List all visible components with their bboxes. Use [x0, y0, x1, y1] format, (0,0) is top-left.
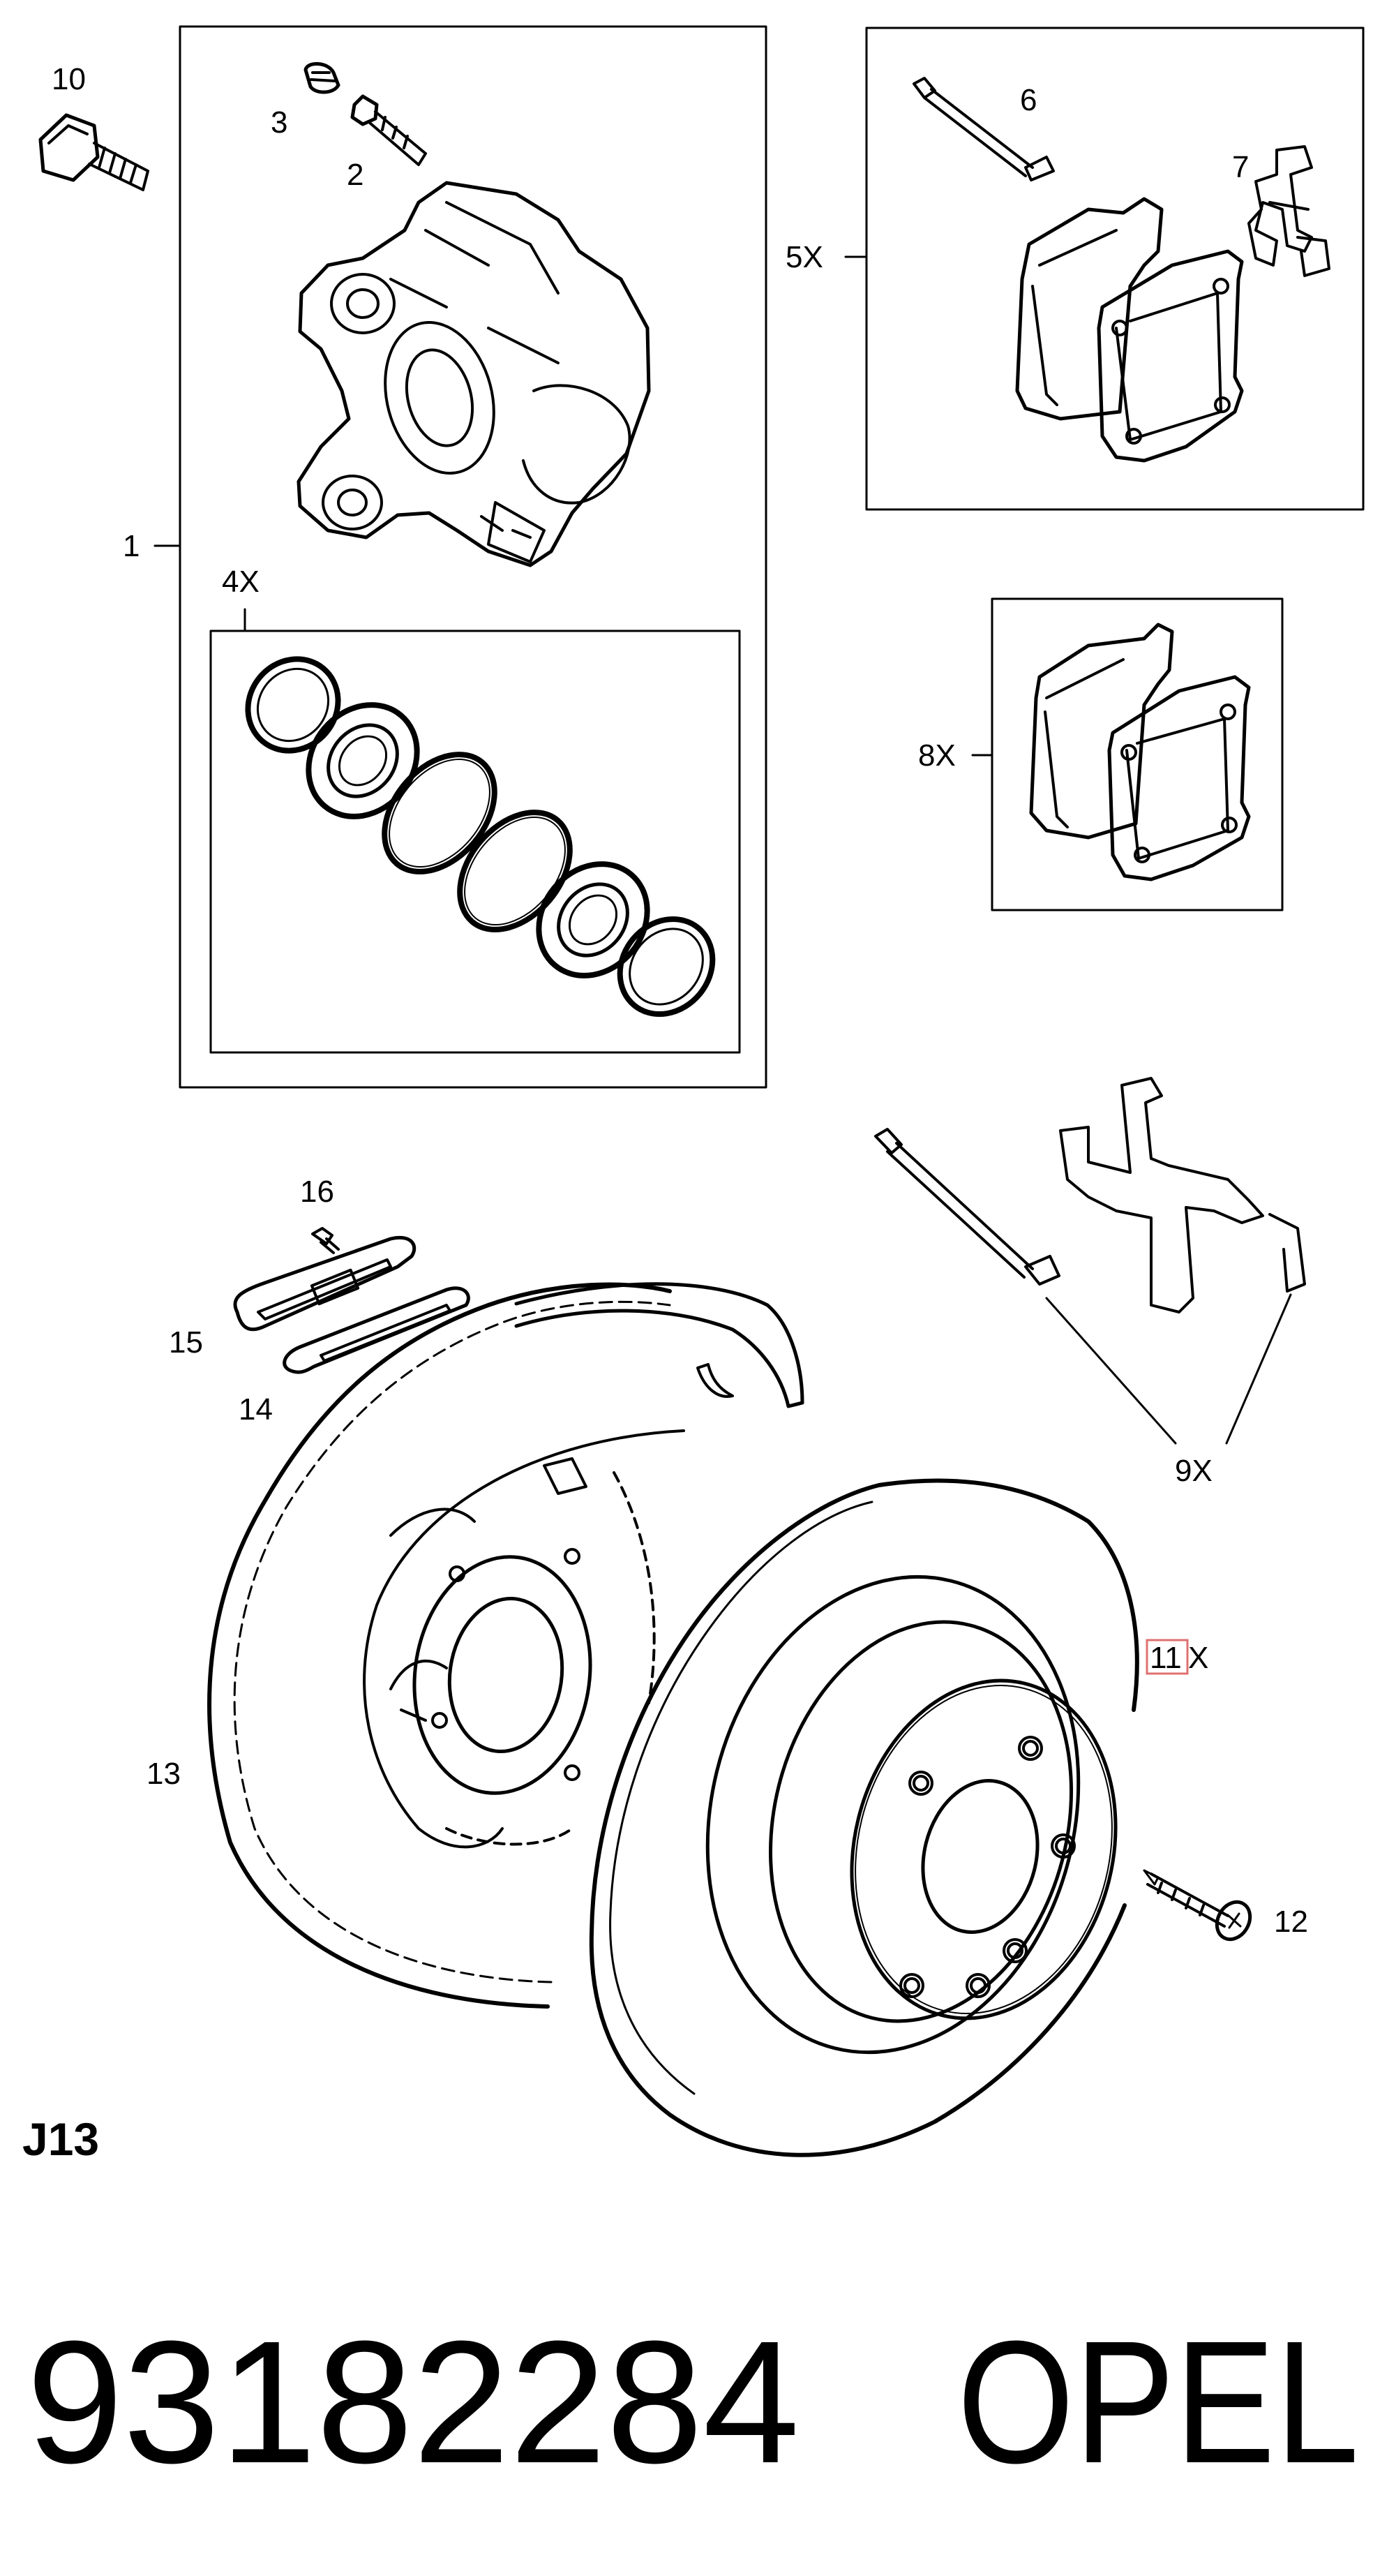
pad-set-8x-frame	[991, 597, 1284, 911]
callout-9x-leader-a	[1045, 1297, 1177, 1445]
brake-caliper-body	[297, 181, 651, 567]
callout-8x: 8X	[918, 738, 956, 773]
callout-7: 7	[1232, 150, 1249, 184]
callout-15: 15	[169, 1325, 203, 1360]
callout-13: 13	[147, 1757, 181, 1791]
callout-9x: 9X	[1175, 1454, 1213, 1488]
callout-11-suffix: X	[1188, 1641, 1208, 1675]
bleeder-screw-2	[350, 94, 427, 166]
gasket-14	[283, 1286, 470, 1374]
callout-14: 14	[239, 1392, 273, 1427]
pad-set-5x-frame	[865, 27, 1365, 511]
callout-5x: 5X	[786, 240, 823, 274]
seal-kit-frame	[209, 630, 741, 1054]
callout-4x: 4X	[222, 565, 260, 599]
callout-1: 1	[123, 529, 140, 563]
callout-2: 2	[347, 158, 363, 192]
disc-screw-12	[1143, 1869, 1252, 1942]
callout-11-highlight	[1146, 1639, 1189, 1675]
brand-name: OPEL	[957, 2305, 1359, 2499]
callout-12: 12	[1274, 1905, 1308, 1939]
seal-rings	[245, 656, 716, 1018]
bleeder-cap-3	[303, 62, 340, 94]
spring-clip-7	[1247, 145, 1330, 277]
part-number: 93182284	[27, 2305, 800, 2499]
guide-pin-9x	[874, 1128, 1060, 1286]
anti-rattle-clip-9x	[1059, 1077, 1306, 1313]
callout-9x-leader-b	[1225, 1293, 1292, 1445]
callout-3: 3	[271, 105, 287, 140]
brake-pads-5x	[1015, 197, 1244, 463]
callout-10: 10	[52, 62, 86, 96]
callout-11: 11	[1150, 1641, 1182, 1675]
backing-plate-13	[207, 1282, 804, 2009]
callout-16: 16	[300, 1175, 334, 1209]
guide-pin-6	[913, 77, 1055, 181]
caliper-assembly-frame	[179, 25, 767, 1089]
callout-6: 6	[1020, 83, 1037, 117]
brake-pads-8x	[1029, 623, 1251, 881]
brake-disc-11x	[589, 1478, 1139, 2157]
diagram-code: J13	[22, 2113, 99, 2165]
cover-plate-15	[233, 1236, 417, 1332]
screw-16	[311, 1227, 340, 1254]
caliper-bolt-10	[38, 113, 149, 191]
